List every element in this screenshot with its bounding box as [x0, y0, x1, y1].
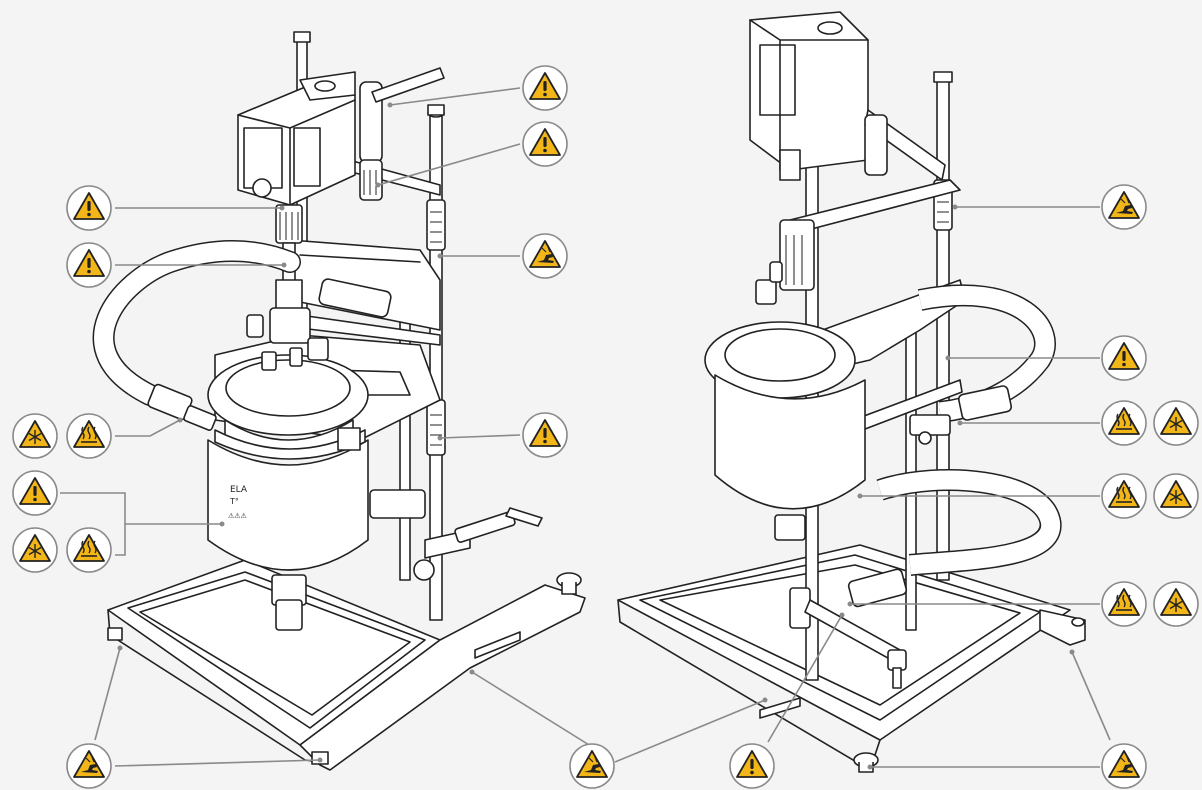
warning-symbols: [13, 66, 1198, 788]
general-warning-icon: [730, 744, 774, 788]
cold-surface-icon: [1154, 582, 1198, 626]
hand-crush-icon: [1102, 185, 1146, 229]
cold-surface-icon: [1154, 401, 1198, 445]
hot-surface-icon: [1102, 401, 1146, 445]
general-warning-icon: [523, 122, 567, 166]
general-warning-icon: [523, 413, 567, 457]
hand-crush-icon: [67, 744, 111, 788]
hot-surface-icon: [67, 528, 111, 572]
cold-surface-icon: [1154, 474, 1198, 518]
vessel-label-3: ⚠⚠⚠: [228, 512, 248, 520]
general-warning-icon: [523, 66, 567, 110]
hot-surface-icon: [1102, 582, 1146, 626]
vessel-label-1: ELA: [230, 485, 248, 495]
hand-crush-icon: [570, 744, 614, 788]
hot-surface-icon: [67, 414, 111, 458]
cold-surface-icon: [13, 414, 57, 458]
hot-surface-icon: [1102, 474, 1146, 518]
general-warning-icon: [67, 243, 111, 287]
callout-lines: [60, 87, 1111, 770]
general-warning-icon: [67, 186, 111, 230]
vessel-label-2: T°: [229, 497, 239, 506]
reactor-front-view: ELA T° ⚠⚠⚠: [92, 31, 586, 771]
cold-surface-icon: [13, 528, 57, 572]
general-warning-icon: [1102, 336, 1146, 380]
general-warning-icon: [13, 471, 57, 515]
hand-crush-icon: [523, 234, 567, 278]
reactor-rear-view: [617, 11, 1086, 773]
hand-crush-icon: [1102, 744, 1146, 788]
